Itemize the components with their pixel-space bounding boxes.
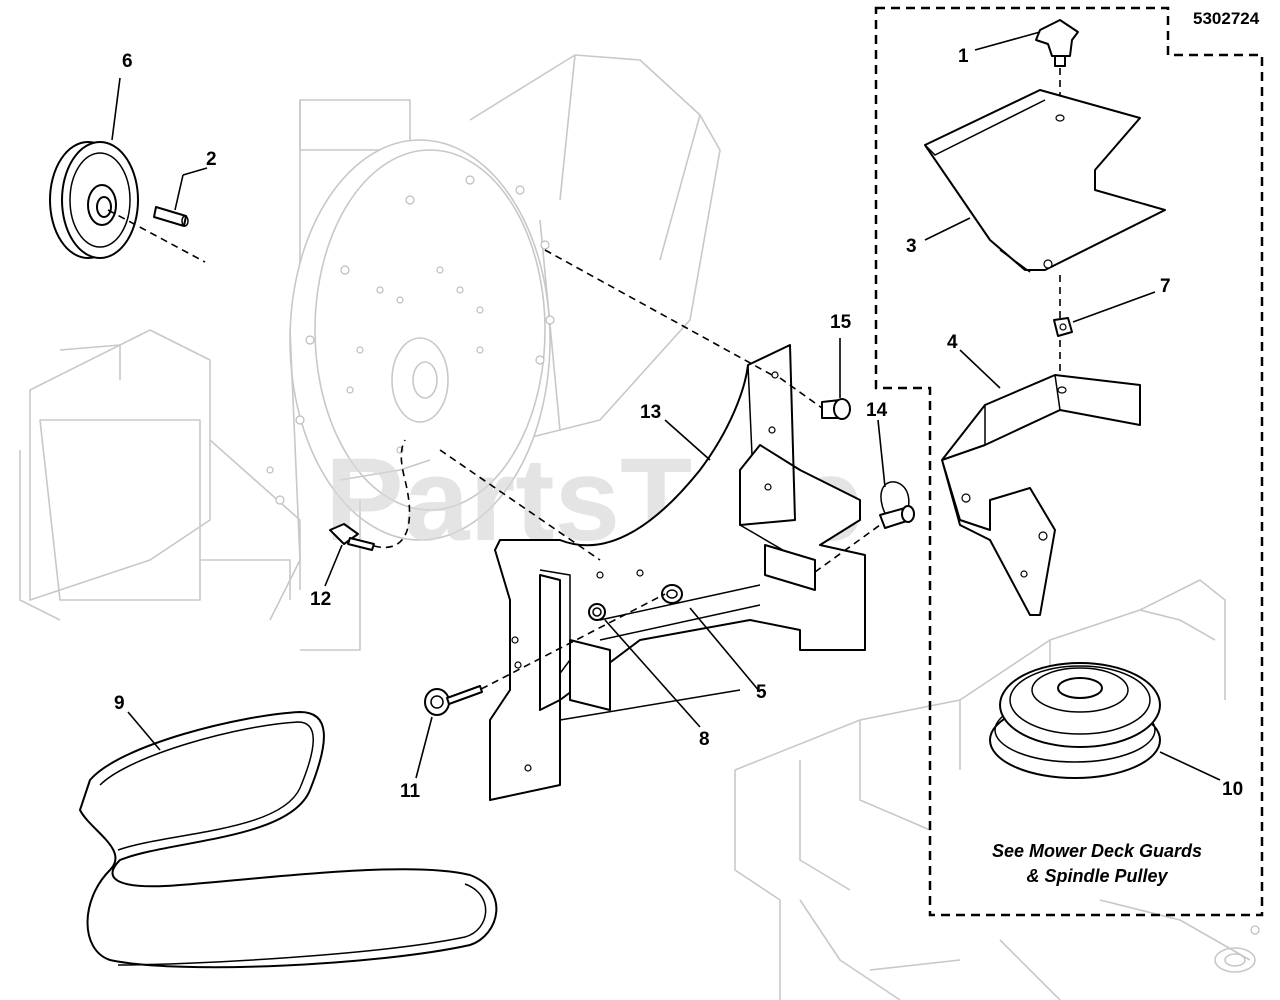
part-5-nut	[661, 584, 683, 604]
dash-line	[779, 377, 823, 409]
ghost-housing-holes	[266, 175, 555, 505]
callout-9: 9	[114, 693, 125, 714]
part-7-clip-nut	[1053, 317, 1073, 337]
dash-line	[107, 209, 206, 263]
part-11-eye-bolt	[424, 685, 483, 716]
callout-12: 12	[310, 589, 331, 610]
callout-5: 5	[756, 682, 767, 703]
part-6-pulley	[49, 141, 139, 259]
note-line-2: & Spindle Pulley	[1026, 866, 1168, 886]
callout-1: 1	[958, 46, 969, 67]
dash-line	[459, 593, 666, 701]
part-12-bolt	[329, 523, 375, 551]
callout-13: 13	[640, 402, 661, 423]
dash-line	[439, 449, 601, 561]
part-13-mount-bracket	[489, 344, 866, 801]
reference-boundary-box	[874, 6, 1264, 917]
part-2-key	[153, 206, 189, 227]
ghost-engine-frame	[19, 54, 721, 651]
part-15-bolt	[821, 398, 851, 420]
callout-8: 8	[699, 729, 710, 750]
callout-leaders	[111, 31, 1221, 781]
part-9-belt	[79, 711, 498, 969]
dash-line	[814, 524, 881, 573]
ghost-mower-deck	[734, 579, 1260, 1000]
callout-15: 15	[830, 312, 852, 333]
note-line-1: See Mower Deck Guards	[992, 841, 1202, 861]
callout-6: 6	[122, 51, 133, 72]
part-4-bracket	[941, 374, 1141, 616]
part-14-clevis-pin	[879, 481, 915, 529]
part-1-knob	[1035, 19, 1079, 67]
part-10-deck-pulley	[989, 662, 1161, 779]
callout-7: 7	[1160, 276, 1171, 297]
part-3-guard	[924, 89, 1166, 273]
callout-2: 2	[206, 149, 217, 170]
callout-labels: 1 2 3 4 5 6 7 8 9 10 11 12 13 14 15	[114, 46, 1243, 802]
part-8-nut	[588, 603, 606, 621]
reference-note: See Mower Deck Guards & Spindle Pulley	[992, 841, 1202, 886]
callout-3: 3	[906, 236, 917, 257]
callout-10: 10	[1222, 779, 1243, 800]
callout-4: 4	[947, 332, 958, 353]
callout-11: 11	[400, 781, 421, 802]
dash-line	[373, 439, 411, 549]
callout-14: 14	[866, 400, 888, 421]
dash-line	[544, 249, 773, 376]
diagram-number: 5302724	[1193, 9, 1260, 28]
